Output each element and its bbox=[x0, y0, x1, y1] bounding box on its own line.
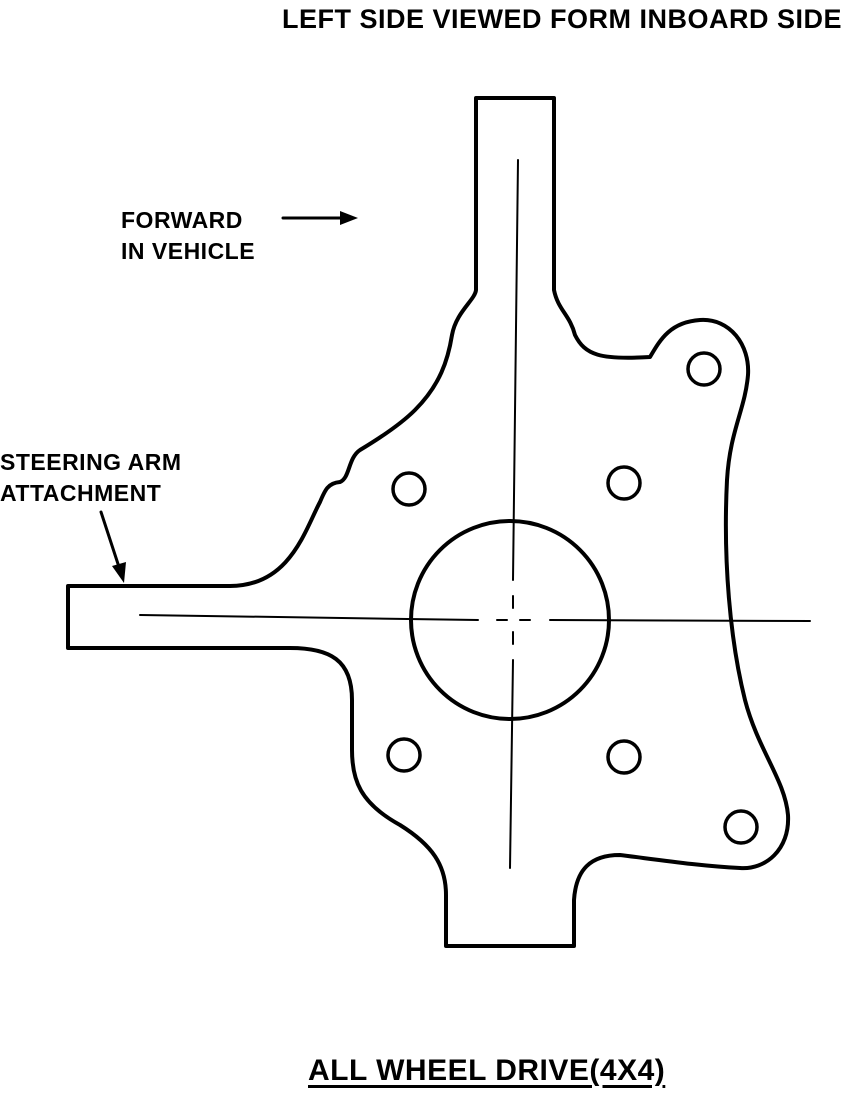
vertical-centerline bbox=[509, 159, 519, 869]
steering-arm-attachment-label: STEERING ARM ATTACHMENT bbox=[0, 447, 182, 509]
forward-label-line-2: IN VEHICLE bbox=[121, 238, 256, 264]
bolt-hole-lower-left bbox=[386, 737, 422, 773]
steering-label-line-1: STEERING ARM bbox=[0, 449, 182, 475]
steering-arm-arrow bbox=[99, 510, 126, 583]
forward-in-vehicle-label: FORWARD IN VEHICLE bbox=[121, 205, 255, 267]
bolt-hole-upper-left bbox=[391, 471, 427, 507]
bolt-hole-lower-right bbox=[606, 739, 642, 775]
bolt-hole-bottom-ear bbox=[723, 809, 759, 845]
diagram-title: LEFT SIDE VIEWED FORM INBOARD SIDE bbox=[281, 4, 842, 34]
horizontal-centerline bbox=[139, 614, 811, 622]
bolt-hole-upper-right bbox=[606, 465, 642, 501]
bolt-hole-top-ear bbox=[686, 351, 722, 387]
forward-label-line-1: FORWARD bbox=[121, 207, 243, 233]
diagram-caption: ALL WHEEL DRIVE(4X4) bbox=[308, 1054, 666, 1087]
knuckle-outline bbox=[66, 96, 791, 948]
steering-label-line-2: ATTACHMENT bbox=[0, 480, 162, 506]
forward-arrow bbox=[281, 211, 358, 225]
